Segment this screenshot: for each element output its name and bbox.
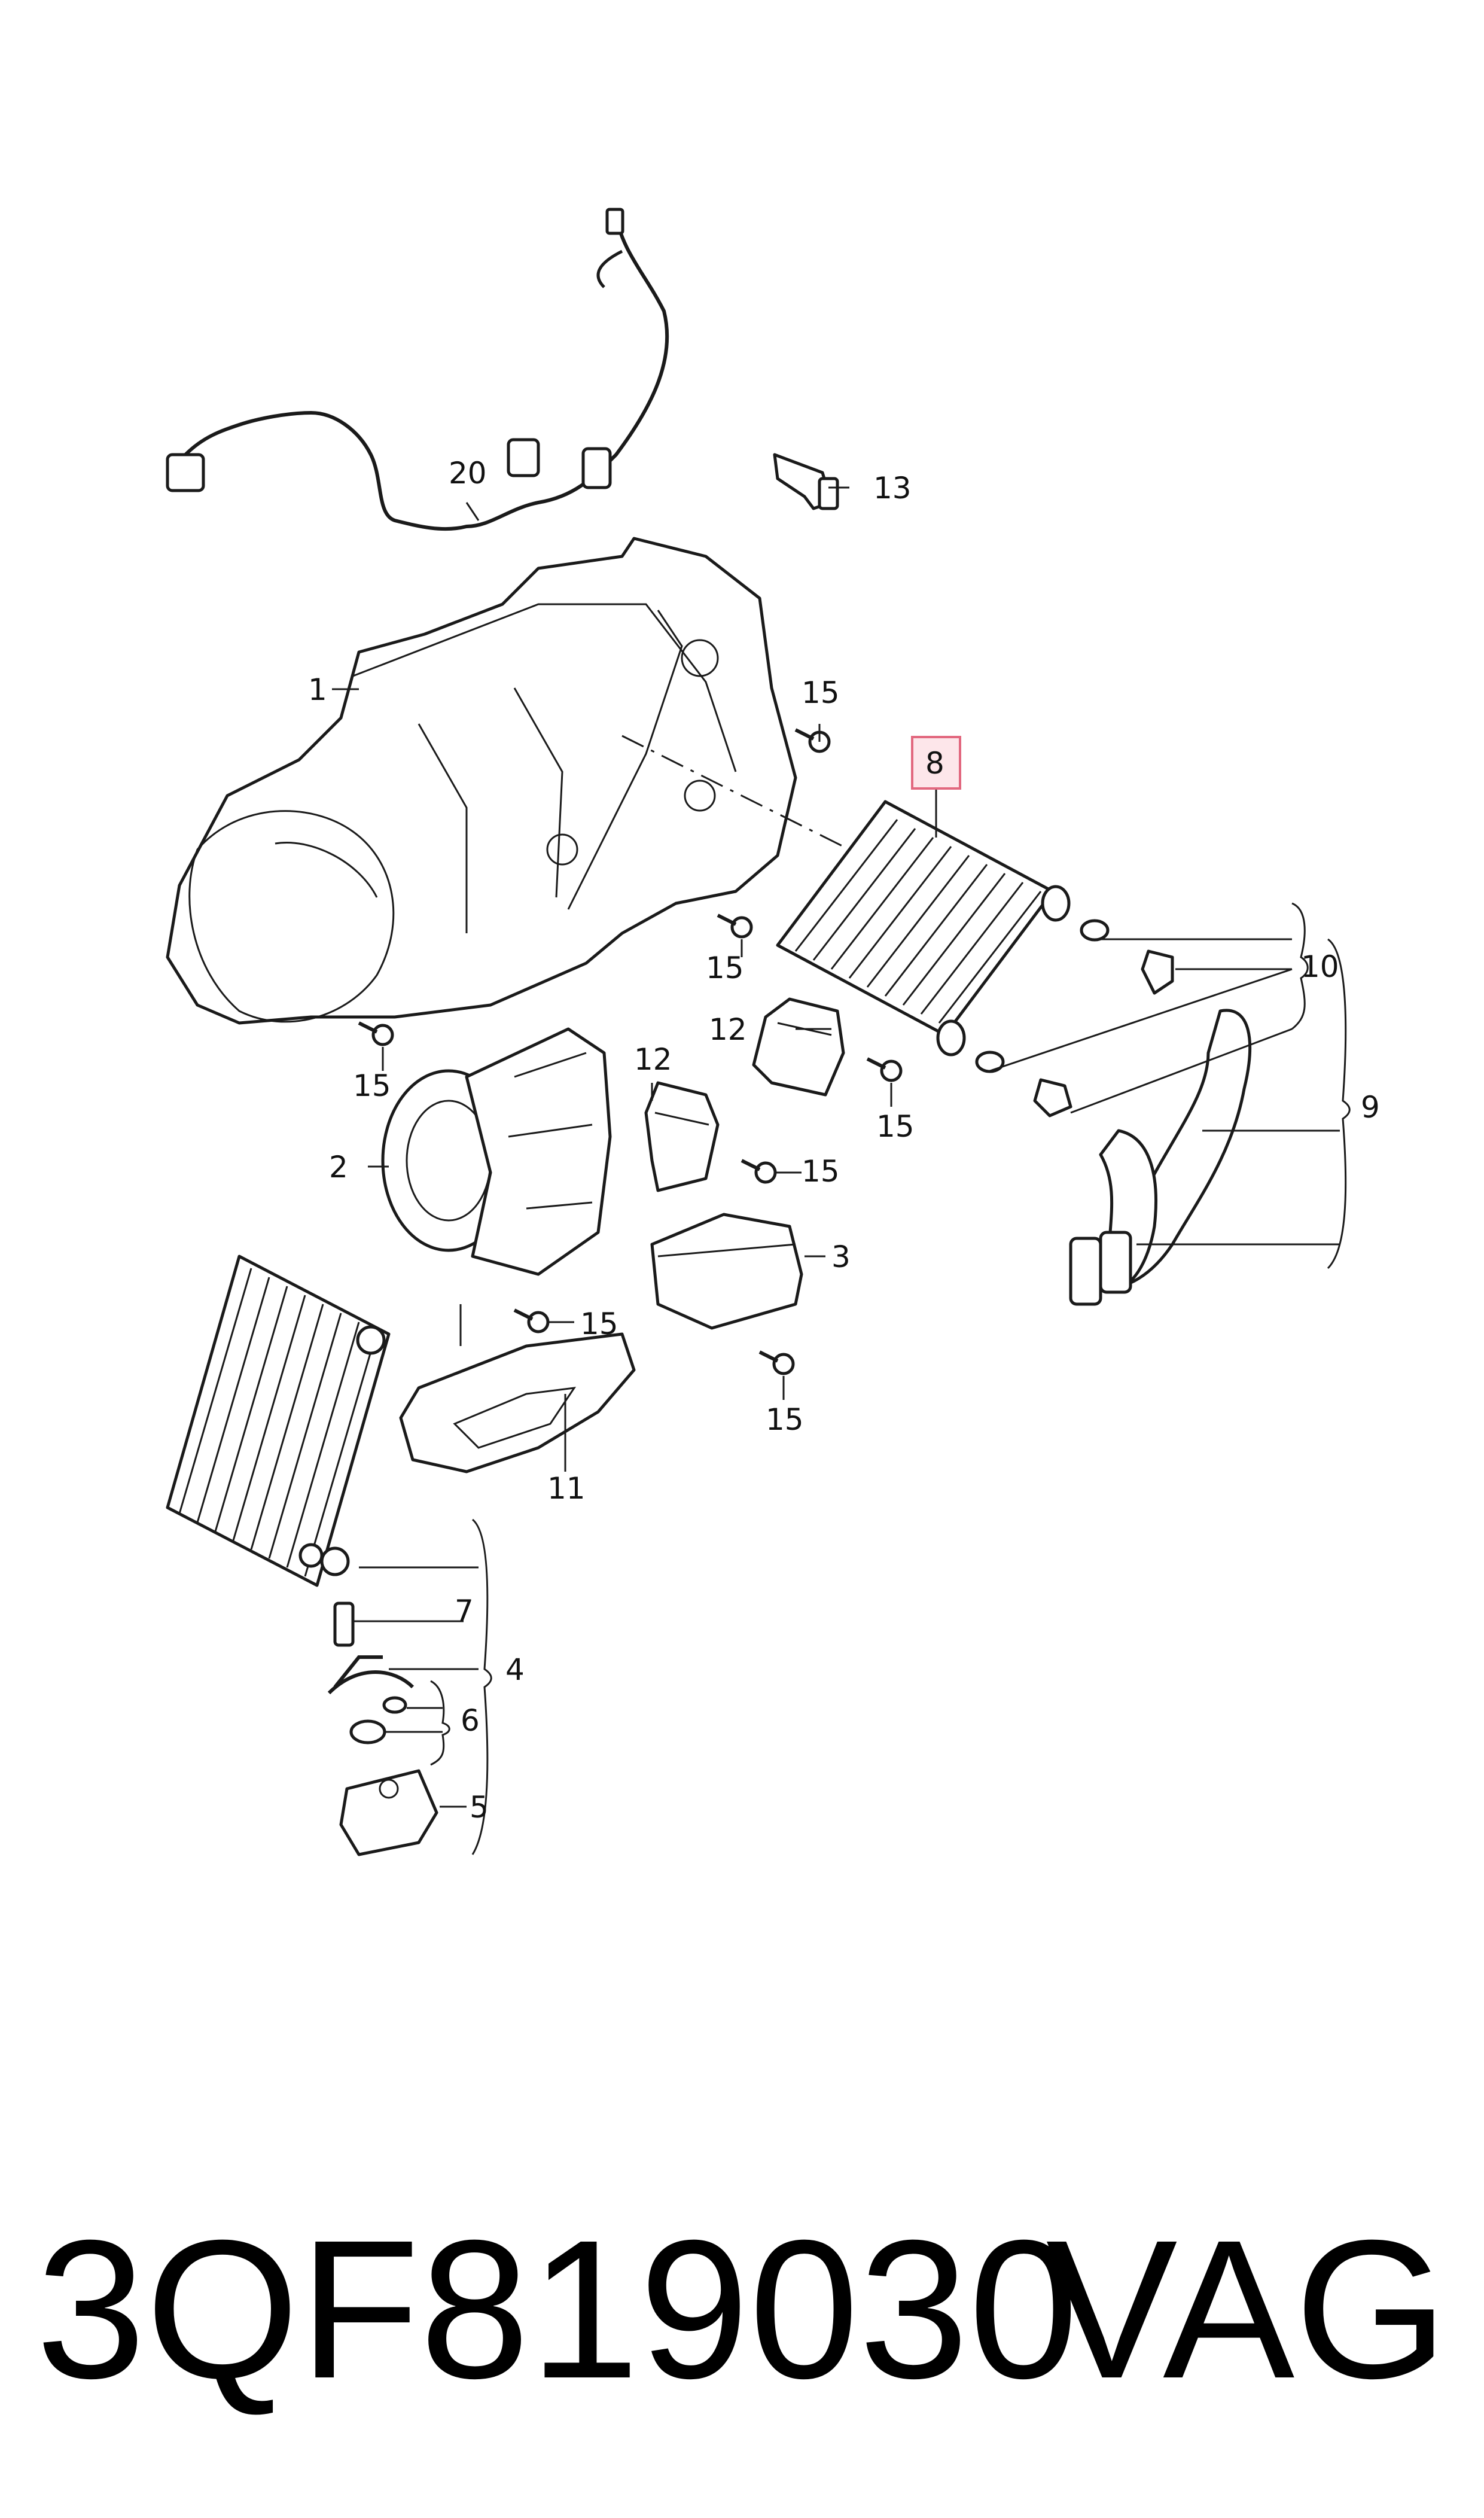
wiring-harness-drawing	[166, 208, 669, 531]
brand-name: VAG	[1046, 2199, 1448, 2419]
callout-15-blower: 15	[353, 1068, 391, 1103]
callout-4: 4	[505, 1652, 525, 1687]
leader-lines	[332, 486, 1340, 1808]
footer: 3QF819030 VAG	[0, 2184, 1484, 2435]
coolant-pipes-drawing	[1069, 1009, 1252, 1306]
callout-20: 20	[449, 456, 487, 491]
callout-15-actuator-lower: 15	[802, 1154, 840, 1189]
callout-12-lower: 12	[634, 1042, 672, 1077]
bolt-drawing	[333, 1601, 355, 1647]
expansion-valve-drawing	[339, 1769, 438, 1856]
callout-9: 9	[1361, 1090, 1380, 1125]
callout-6: 6	[461, 1703, 480, 1738]
screw-drawing	[866, 1057, 903, 1082]
screw-drawing	[741, 1159, 777, 1184]
screw-drawing	[513, 1308, 550, 1333]
callout-labels: 1 2 3 4 5 6 7 8 9 10 11 12 12 13 15 15 1…	[308, 456, 1380, 1825]
sensor-drawing	[773, 453, 839, 510]
callout-1: 1	[308, 672, 327, 707]
actuator-motor-lower-drawing	[644, 1081, 720, 1192]
evaporator-drawing	[166, 1255, 391, 1587]
part-number: 3QF819030	[36, 2199, 1078, 2419]
callout-3: 3	[831, 1240, 851, 1274]
heater-core-drawing	[776, 800, 1071, 1056]
cover-drawing	[650, 1213, 803, 1330]
callout-10: 10	[1301, 949, 1339, 984]
group-braces	[430, 902, 1351, 1855]
orings-and-clips-drawing	[975, 919, 1174, 1118]
callout-13: 13	[873, 471, 912, 506]
callout-7: 7	[455, 1594, 474, 1628]
oring-seals-drawing	[349, 1696, 407, 1744]
screw-drawing	[794, 728, 831, 753]
seal-gasket-drawing	[399, 1332, 636, 1473]
screw-drawing	[358, 1021, 394, 1046]
callout-15-housing-bottom: 15	[706, 951, 744, 985]
callout-5: 5	[470, 1790, 489, 1825]
ac-housing-drawing	[166, 537, 797, 1025]
screw-drawing	[758, 1350, 795, 1375]
callout-15-actuator: 15	[876, 1109, 915, 1144]
screw-drawing	[717, 914, 753, 939]
alignment-axis-line	[621, 735, 850, 851]
callout-12-upper: 12	[709, 1012, 747, 1047]
highlight-box	[911, 736, 961, 790]
exploded-parts-diagram: 1 2 3 4 5 6 7 8 9 10 11 12 12 13 15 15 1…	[166, 208, 1380, 1856]
actuator-motor-upper-drawing	[752, 997, 845, 1097]
blower-motor-drawing	[381, 1027, 612, 1276]
callout-15-seal: 15	[580, 1307, 618, 1341]
callout-15-cover: 15	[766, 1402, 804, 1437]
callout-11: 11	[547, 1471, 586, 1506]
callout-15-housing: 15	[802, 675, 840, 710]
callout-8: 8	[925, 746, 944, 781]
bracket-clip-drawing	[327, 1655, 415, 1695]
callout-2: 2	[329, 1150, 348, 1185]
